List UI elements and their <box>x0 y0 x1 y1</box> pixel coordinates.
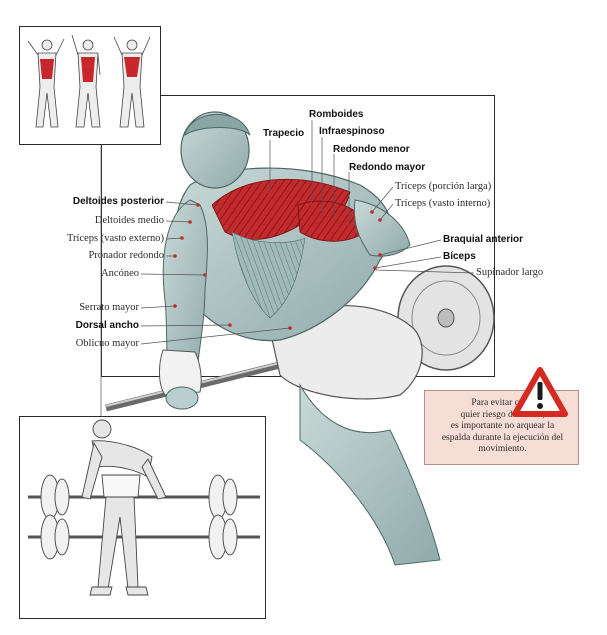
warning-line: espalda durante la ejecución del <box>441 432 564 443</box>
label-biceps: Bíceps <box>443 251 476 262</box>
label-supinador-largo: Supinador largo <box>476 267 544 278</box>
warning-triangle-icon <box>512 367 568 417</box>
warning-line: movimiento. <box>478 444 527 454</box>
exercise-inset <box>19 416 266 619</box>
label-deltoides-posterior: Deltoides posterior <box>72 196 164 207</box>
muscle-map-figures <box>27 34 151 128</box>
label-trapecio: Trapecio <box>263 128 305 139</box>
label-triceps-vasto-externo: Tríceps (vasto externo) <box>66 233 164 244</box>
label-pronador-redondo: Pronador redondo <box>88 250 164 261</box>
label-triceps-vasto-interno: Tríceps (vasto interno) <box>395 198 491 209</box>
warning-line: quier riesgo de lesión, <box>460 409 545 420</box>
warning-text: Para evitar cual- quier riesgo de lesión… <box>431 398 574 456</box>
label-dorsal-ancho: Dorsal ancho <box>75 320 139 331</box>
warning-note: Para evitar cual- quier riesgo de lesión… <box>424 390 579 465</box>
label-braquial-anterior: Braquial anterior <box>443 234 524 245</box>
label-serrato-mayor: Serrato mayor <box>79 302 139 313</box>
warning-line: es importante no arquear la <box>450 421 555 431</box>
label-oblicuo-mayor: Oblicuo mayor <box>75 338 139 349</box>
label-redondo-menor: Redondo menor <box>333 144 410 155</box>
label-deltoides-medio: Deltoides medio <box>94 215 164 226</box>
warning-line: Para evitar cual- <box>471 398 534 408</box>
label-anconeo: Ancóneo <box>101 268 139 279</box>
muscle-map-inset <box>19 26 161 145</box>
label-romboides: Romboides <box>309 109 364 120</box>
label-triceps-porcion-larga: Tríceps (porción larga) <box>395 181 492 192</box>
label-infraespinoso: Infraespinoso <box>319 126 385 137</box>
label-redondo-mayor: Redondo mayor <box>349 162 426 173</box>
exercise-figure <box>28 419 260 596</box>
